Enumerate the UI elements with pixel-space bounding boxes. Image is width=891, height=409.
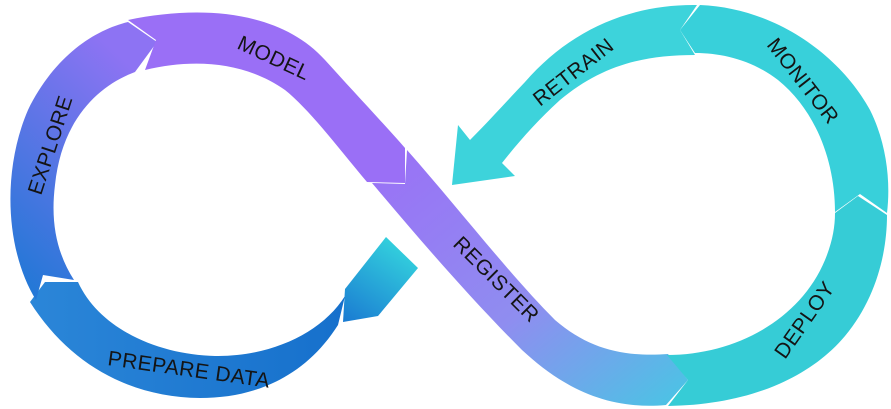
monitor-segment [680, 5, 889, 213]
deploy-segment [667, 196, 887, 406]
prepare-data-segment [30, 282, 345, 398]
register-segment [372, 150, 688, 406]
retrain-segment [452, 4, 697, 186]
explore-segment [10, 22, 157, 300]
model-segment [128, 12, 405, 183]
prepare-data-arrowhead [343, 237, 418, 322]
